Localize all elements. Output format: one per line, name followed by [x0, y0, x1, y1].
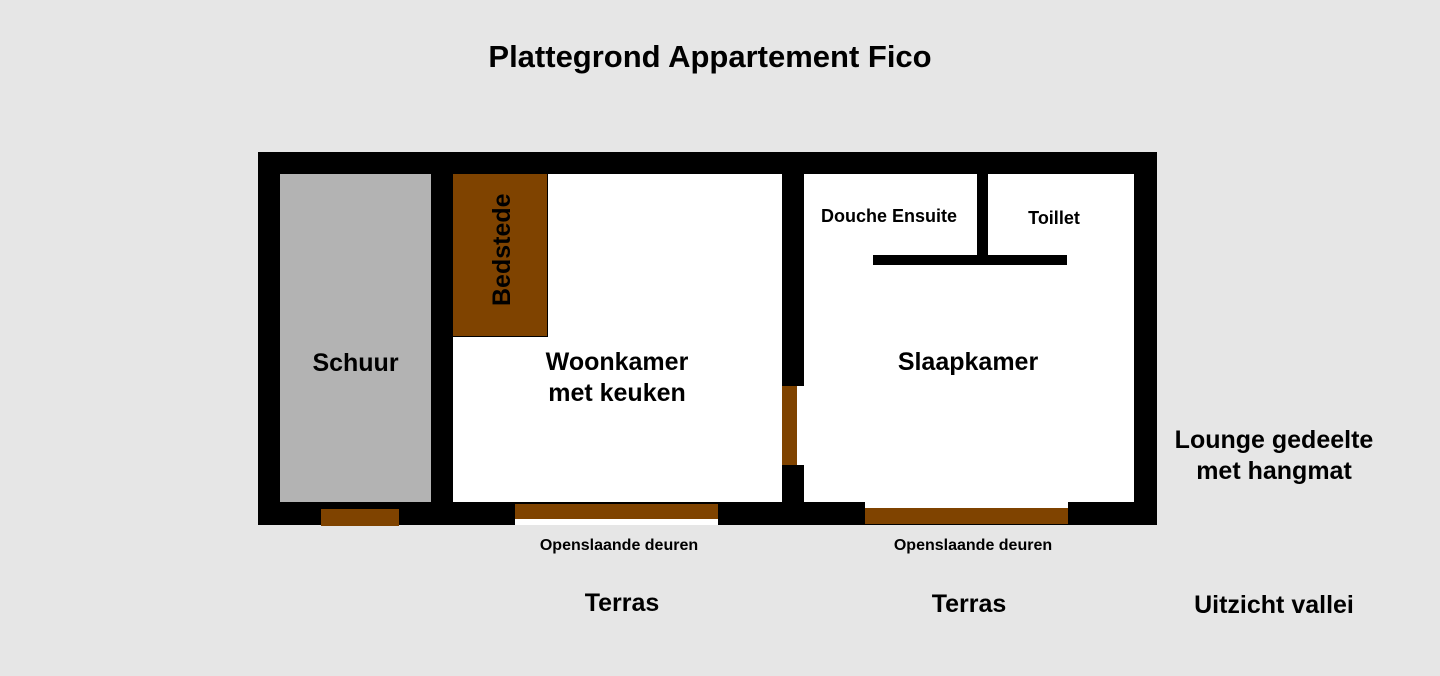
doors-label-right: Openslaande deuren [893, 537, 1053, 554]
door-slaapkamer-terras[interactable] [865, 508, 1068, 524]
woonkamer-label-1: Woonkamer [545, 348, 689, 376]
room-schuur [280, 174, 431, 502]
page-title: Plattegrond Appartement Fico [488, 39, 932, 74]
terras-label-left: Terras [584, 589, 660, 617]
door-slaapkamer-gap [865, 502, 1068, 508]
door-inner-gap [797, 386, 804, 465]
lounge-label-2: met hangmat [1196, 457, 1352, 485]
room-slaapkamer [804, 174, 1134, 502]
bedstede-block [453, 174, 548, 337]
door-woonkamer-terras[interactable] [515, 504, 718, 519]
door-woonkamer-slaapkamer[interactable] [782, 386, 797, 465]
bedstede-label: Bedstede [488, 193, 516, 306]
schuur-label: Schuur [312, 349, 399, 377]
doors-label-left: Openslaande deuren [539, 537, 699, 554]
douche-label: Douche Ensuite [820, 206, 958, 226]
terras-label-right: Terras [931, 590, 1007, 618]
partition-vertical [977, 174, 988, 256]
partition-horizontal [873, 255, 1067, 265]
door-woonkamer-threshold [515, 519, 718, 525]
lounge-label-1: Lounge gedeelte [1174, 426, 1374, 454]
woonkamer-label-2: met keuken [548, 379, 686, 407]
door-schuur[interactable] [321, 509, 399, 526]
view-label: Uitzicht vallei [1194, 591, 1354, 619]
slaapkamer-label: Slaapkamer [897, 348, 1039, 376]
toilet-label: Toillet [1028, 208, 1080, 228]
